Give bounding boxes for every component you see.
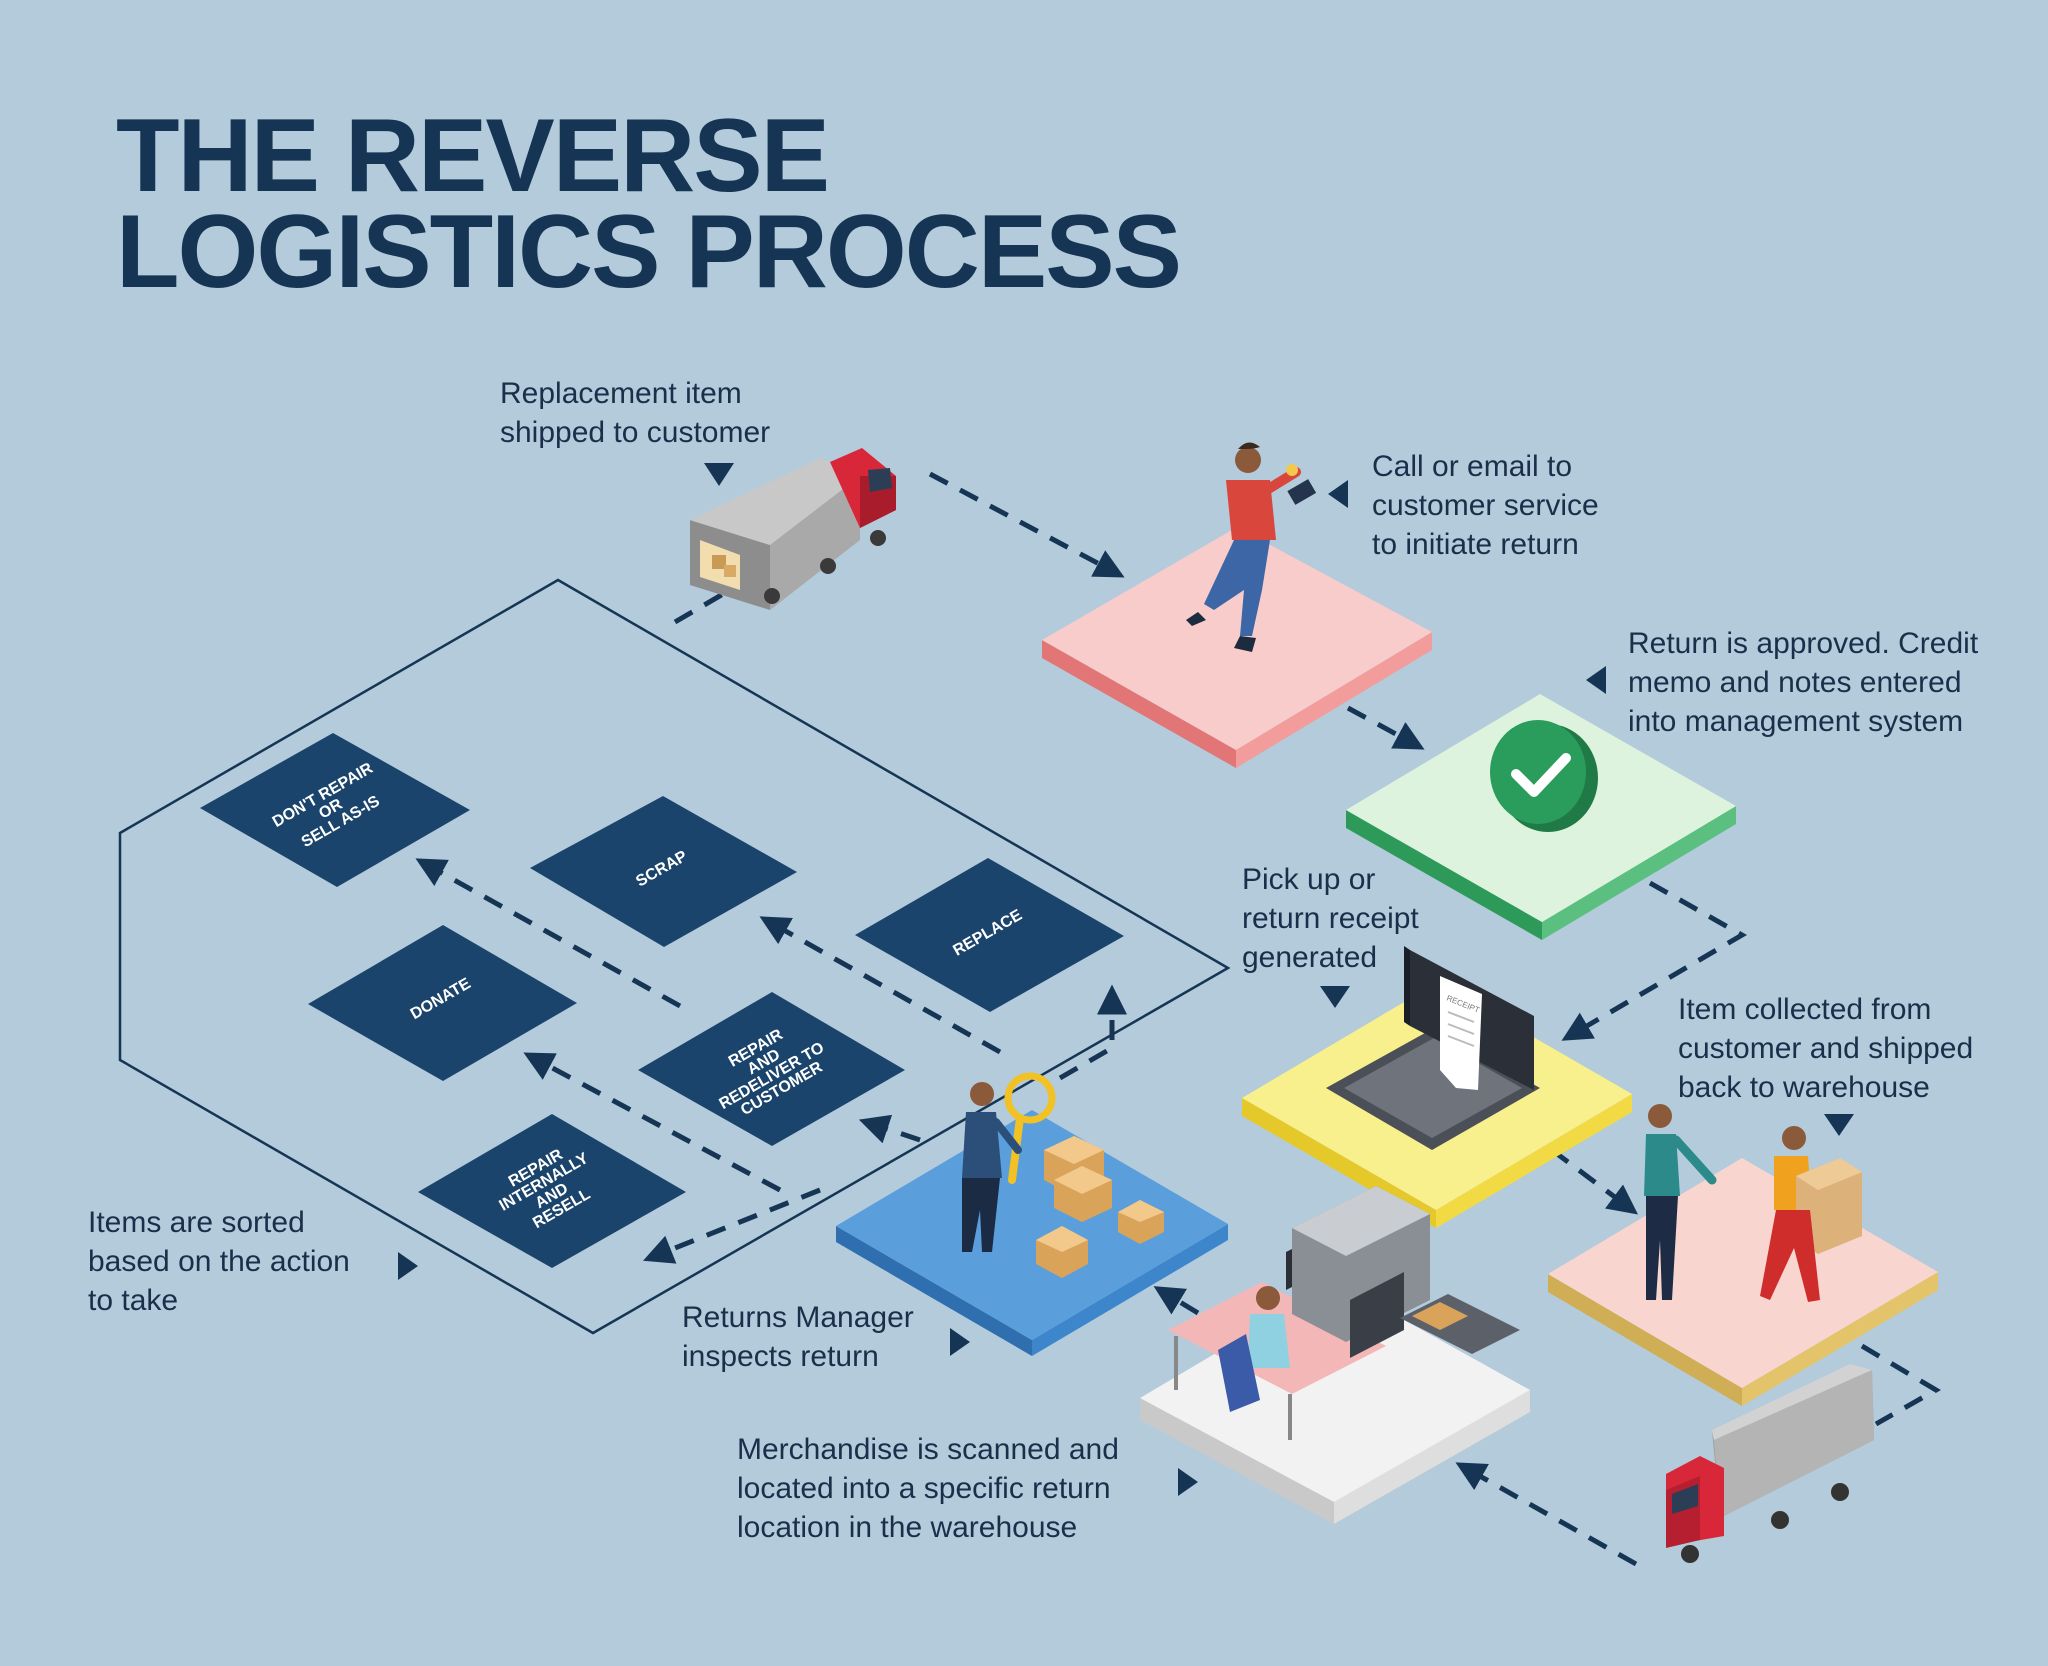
scanning-station-illustration: [1168, 1186, 1520, 1440]
action-tile-repair-resell: REPAIR INTERNALLY AND RESELL: [418, 1114, 686, 1268]
caption-call-line-3: to initiate return: [1372, 528, 1579, 561]
return-truck-illustration: [1666, 1364, 1874, 1563]
sorting-area-outline: [118, 578, 1231, 1335]
caption-call-line-2: customer service: [1372, 489, 1599, 522]
flow-arrow-to-repair-redeliver: [858, 1114, 921, 1144]
action-tile-repair-redeliver: REPAIR AND REDELIVER TO CUSTOMER: [638, 992, 905, 1146]
flow-arrow-truck-to-call: [928, 471, 1125, 578]
caption-inspect-line-2: inspects return: [682, 1340, 879, 1373]
flow-arrow-receipt-to-collected: [1550, 1148, 1638, 1215]
replacement-truck-illustration: [690, 448, 896, 610]
caption-collected-line-3: back to warehouse: [1678, 1071, 1930, 1104]
caption-collected-line-2: customer and shipped: [1678, 1032, 1974, 1065]
caption-inspect-line-1: Returns Manager: [682, 1301, 914, 1334]
returns-manager-illustration: [962, 1072, 1164, 1278]
caption-call-line-1: Call or email to: [1372, 450, 1573, 483]
action-tile-dont-repair: DON'T REPAIR OR SELL AS-IS: [200, 733, 470, 887]
flow-arrow-to-scrap: [759, 916, 1002, 1055]
flow-arrow-approved-to-receipt: [1561, 880, 1748, 1041]
caption-scanned-line-2: located into a specific return: [737, 1472, 1111, 1505]
caption-manager-inspects: Returns Manager inspects return: [682, 1298, 914, 1376]
caption-sorted-line-2: based on the action: [88, 1245, 350, 1278]
caption-item-collected: Item collected from customer and shipped…: [1678, 990, 1973, 1107]
laptop-receipt-illustration: RECEIPT: [1326, 946, 1540, 1150]
caption-items-sorted: Items are sorted based on the action to …: [88, 1203, 350, 1320]
caption-replacement-shipped: Replacement item shipped to customer: [500, 374, 770, 452]
flow-arrow-inspect-to-replace: [1058, 984, 1127, 1081]
action-tile-scrap: SCRAP: [530, 796, 797, 947]
caption-replacement-line-2: shipped to customer: [500, 416, 771, 449]
platform-collected: [1548, 1158, 1938, 1406]
caption-collected-line-1: Item collected from: [1678, 993, 1932, 1026]
title-line-2: LOGISTICS PROCESS: [116, 194, 1182, 310]
caption-return-approved: Return is approved. Credit memo and note…: [1628, 624, 1978, 741]
flow-arrow-to-donate: [523, 1052, 782, 1193]
caption-approved-line-2: memo and notes entered: [1628, 666, 1962, 699]
caption-approved-line-1: Return is approved. Credit: [1628, 627, 1979, 660]
caption-receipt-line-1: Pick up or: [1242, 863, 1376, 896]
check-icon: [1490, 720, 1598, 832]
flow-arrow-call-to-approved: [1346, 705, 1425, 750]
flow-arrow-to-dont-repair: [415, 858, 682, 1009]
platform-scan: [1140, 1282, 1530, 1524]
title-line-1: THE REVERSE: [116, 98, 830, 214]
caption-merchandise-scanned: Merchandise is scanned and located into …: [737, 1430, 1119, 1547]
action-tile-donate: DONATE: [308, 925, 577, 1081]
caption-replacement-line-1: Replacement item: [500, 377, 742, 410]
flow-arrows: [415, 471, 1941, 1567]
flow-arrow-scan-to-inspect: [1153, 1286, 1200, 1316]
caption-scanned-line-3: location in the warehouse: [737, 1511, 1078, 1544]
caption-receipt-generated: Pick up or return receipt generated: [1242, 860, 1419, 977]
caption-receipt-line-2: return receipt: [1242, 902, 1419, 935]
flow-arrow-truck-to-scan: [1455, 1462, 1638, 1567]
platform-call: [1042, 527, 1432, 768]
caption-receipt-line-3: generated: [1242, 941, 1378, 974]
action-tile-replace: REPLACE: [855, 858, 1124, 1012]
platform-inspect: [836, 1110, 1228, 1356]
caption-call-email: Call or email to customer service to ini…: [1372, 447, 1599, 564]
caption-approved-line-3: into management system: [1628, 705, 1964, 738]
handover-people-illustration: [1644, 1104, 1862, 1302]
flow-arrow-to-repair-resell: [643, 1187, 821, 1264]
person-calling-illustration: [1186, 442, 1317, 652]
caption-scanned-line-1: Merchandise is scanned and: [737, 1433, 1119, 1466]
caption-sorted-line-1: Items are sorted: [88, 1206, 305, 1239]
flow-arrow-collected-to-truck: [1860, 1343, 1941, 1427]
caption-sorted-line-3: to take: [88, 1284, 179, 1317]
page-title: THE REVERSE LOGISTICS PROCESS: [116, 98, 1182, 310]
flow-arrow-truck-left-leg: [673, 587, 732, 625]
